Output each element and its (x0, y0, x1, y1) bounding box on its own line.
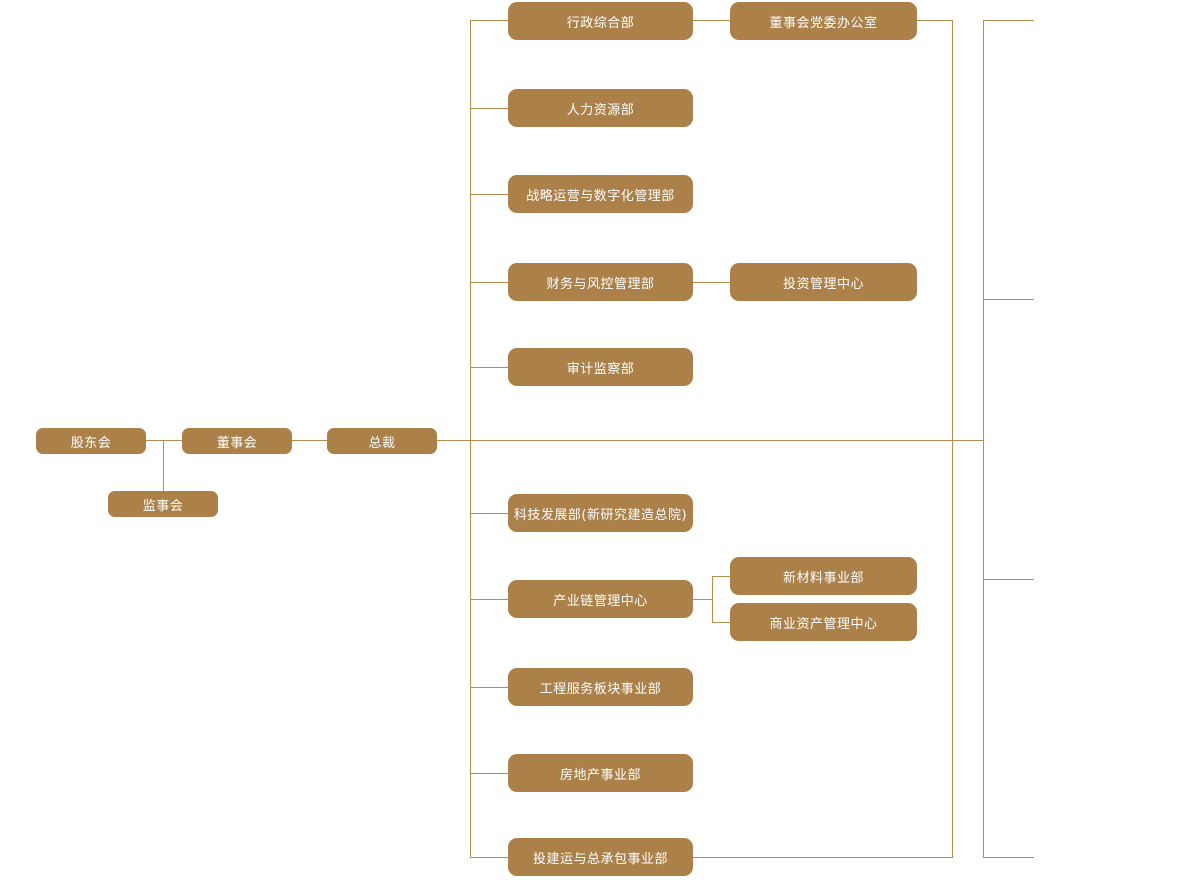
node-real-estate: 房地产事业部 (508, 754, 693, 792)
node-finance-risk: 财务与风控管理部 (508, 263, 693, 301)
connector-industry-chain-bracket (693, 599, 712, 600)
node-tech-dev: 科技发展部(新研究建造总院) (508, 494, 693, 532)
connector-president-trunk (437, 440, 983, 441)
connector-shareholders-board (146, 440, 182, 441)
connector-to-supervisory (163, 441, 164, 491)
connector-truncated-stub-3 (983, 579, 1034, 580)
connector-stub-admin-general (470, 20, 508, 21)
connector-invest-construction-right (693, 857, 952, 858)
node-strategy-digital: 战略运营与数字化管理部 (508, 175, 693, 213)
node-investment-center: 投资管理中心 (730, 263, 917, 301)
node-board: 董事会 (182, 428, 292, 454)
connector-bracket-vertical (712, 576, 713, 623)
connector-stub-industry-chain (470, 599, 508, 600)
connector-stub-tech-dev (470, 513, 508, 514)
node-engineering: 工程服务板块事业部 (508, 668, 693, 706)
connector-bracket-new-materials (712, 576, 730, 577)
connector-department-spine (470, 20, 471, 858)
node-audit: 审计监察部 (508, 348, 693, 386)
node-industry-chain: 产业链管理中心 (508, 580, 693, 618)
connector-stub-hr (470, 108, 508, 109)
connector-stub-engineering (470, 687, 508, 688)
connector-stub-invest-construction (470, 857, 508, 858)
connector-admin-board-party-office (693, 20, 730, 21)
node-shareholders: 股东会 (36, 428, 146, 454)
connector-truncated-stub-2 (983, 299, 1034, 300)
connector-stub-strategy-digital (470, 194, 508, 195)
node-new-materials: 新材料事业部 (730, 557, 917, 595)
node-admin-general: 行政综合部 (508, 2, 693, 40)
node-president: 总裁 (327, 428, 437, 454)
connector-truncated-stub-4 (983, 857, 1034, 858)
node-supervisory: 监事会 (108, 491, 218, 517)
connector-truncated-stub-1 (983, 20, 1034, 21)
node-invest-construction: 投建运与总承包事业部 (508, 838, 693, 876)
node-board-party-office: 董事会党委办公室 (730, 2, 917, 40)
connector-stub-real-estate (470, 773, 508, 774)
node-commercial-assets: 商业资产管理中心 (730, 603, 917, 641)
connector-finance-investment-center (693, 282, 730, 283)
connector-stub-finance-risk (470, 282, 508, 283)
connector-board-president (291, 440, 327, 441)
connector-board-party-office-right (917, 20, 952, 21)
connector-right-spine-1 (952, 20, 953, 858)
node-hr: 人力资源部 (508, 89, 693, 127)
connector-stub-audit (470, 367, 508, 368)
connector-right-spine-2 (983, 20, 984, 858)
connector-bracket-commercial-assets (712, 622, 730, 623)
